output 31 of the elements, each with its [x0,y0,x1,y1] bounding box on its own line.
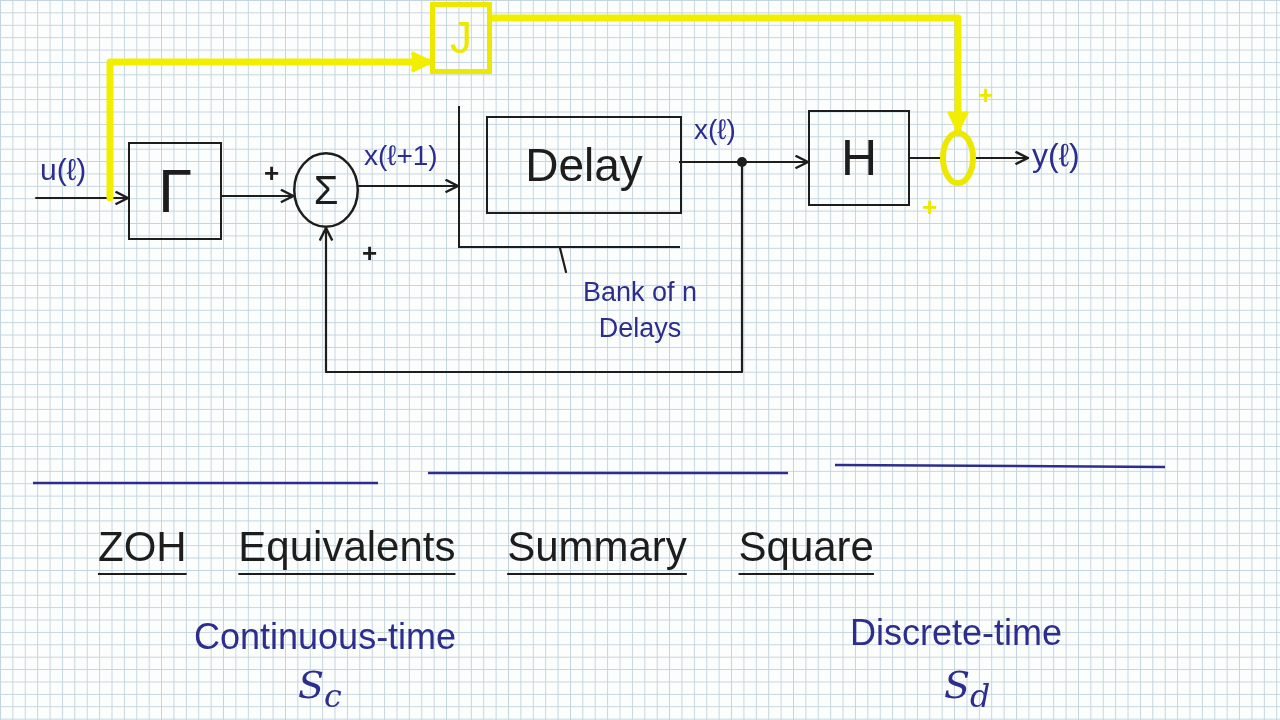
domain-label: Discrete-time [850,612,1063,654]
system-symbol: S$_{c}$ [298,664,342,714]
delay-bank-bracket [458,106,680,248]
block-symbol: Γ [157,160,193,222]
summing-junction [940,130,976,186]
summing-junction [293,152,359,228]
signal-arrow [357,178,460,194]
system-symbol: S$_{d}$ [944,664,991,714]
system-block [808,110,910,206]
feedthrough-block [430,2,492,74]
signal-label: x(ℓ+1) [364,142,438,170]
plus-sign: + [264,160,280,186]
plus-sign: + [362,240,378,266]
block-symbol: J [450,16,472,60]
delay-block [486,116,682,214]
leader-line [558,246,568,274]
system-block [128,142,222,240]
domain-label: Continuous-time [194,616,457,658]
signal-arrow [974,150,1030,166]
sum-symbol: Σ [313,170,339,210]
signal-label: u(ℓ) [36,150,110,198]
signal-arrow [34,190,130,206]
block-symbol: H [840,133,878,183]
plus-sign: + [922,194,938,220]
signal-label: x(ℓ) [694,116,736,144]
plus-sign: + [978,82,994,108]
signal-line [908,156,942,160]
signal-arrow [220,188,295,204]
annotation-text: Bank of n Delays [540,272,740,354]
signal-label: y(ℓ) [1028,134,1112,184]
section-heading: ZOH Equivalents Summary Square [98,522,874,572]
